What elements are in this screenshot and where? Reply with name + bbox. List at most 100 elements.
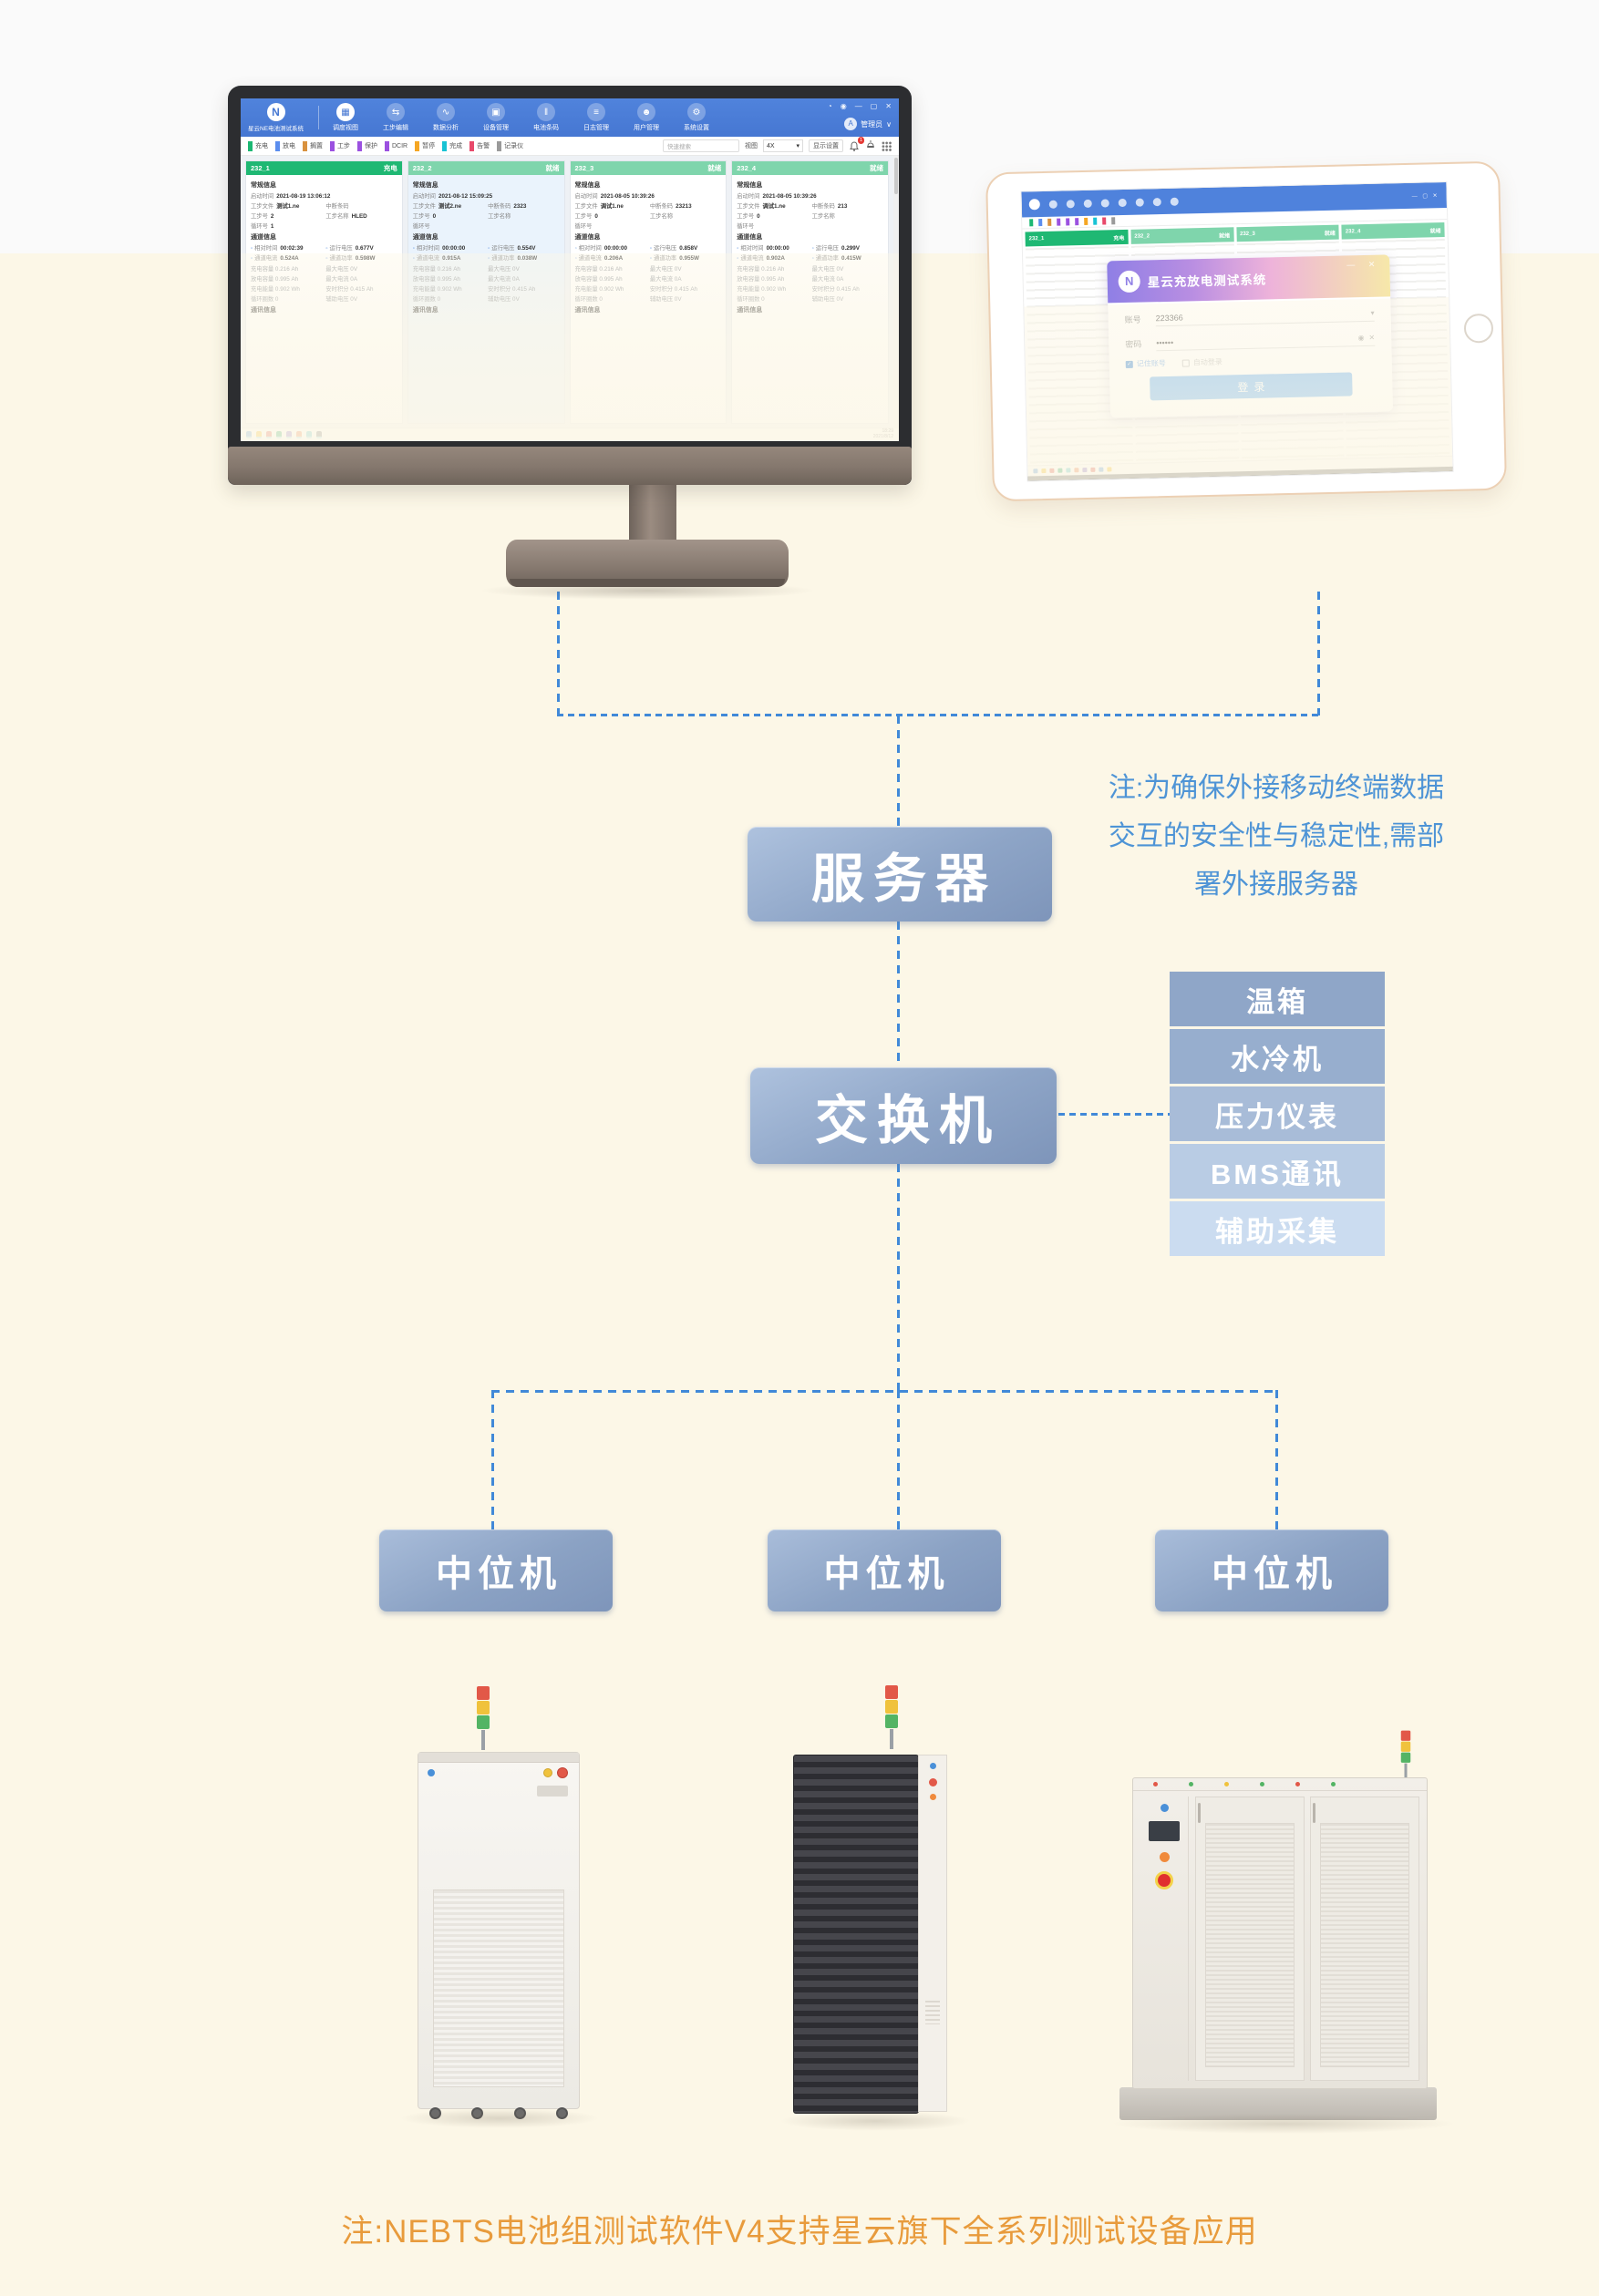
nav-item[interactable]: ⇆ 工步编辑 <box>377 103 415 132</box>
legend-color-swatch <box>248 140 253 151</box>
taskbar-app-icon[interactable] <box>246 431 252 438</box>
taskbar-app-icon[interactable] <box>276 431 282 438</box>
tablet-nav-icon[interactable] <box>1048 200 1057 209</box>
tablet-channel-status: 就绪 <box>1429 228 1441 234</box>
section-title-faded: 通讯信息 <box>737 307 763 314</box>
window-control-icon[interactable]: ◉ <box>840 102 847 110</box>
tablet-channel-card-header[interactable]: 232_1 充电 <box>1025 229 1129 247</box>
display-settings-button[interactable]: 显示设置 <box>809 139 843 152</box>
window-control-icon[interactable]: ▢ <box>870 102 878 110</box>
tablet-window-controls[interactable]: — ▢ ✕ <box>1411 192 1439 200</box>
chevron-down-icon[interactable]: ▾ <box>1370 308 1375 317</box>
legend-chip: 保护 <box>357 140 377 151</box>
tablet-channel-id: 232_2 <box>1134 233 1150 240</box>
login-button[interactable]: 登录 <box>1150 372 1353 401</box>
faded-metric: 充电能量 0.902 Wh <box>412 286 462 293</box>
faded-metric: 放电容量 0.995 Ah <box>737 276 785 283</box>
nav-item-icon: ‖ <box>537 103 556 121</box>
section-title-faded: 通讯信息 <box>412 307 438 314</box>
nav-item[interactable]: ⚙ 系统设置 <box>677 103 716 132</box>
nav-item-label: 工步编辑 <box>383 125 409 131</box>
peripheral-item: 辅助采集 <box>1170 1201 1385 1256</box>
tablet-taskbar-icon[interactable] <box>1041 468 1047 474</box>
tablet-nav-icon[interactable] <box>1152 197 1161 206</box>
tablet-channel-card-header[interactable]: 232_3 就绪 <box>1235 224 1339 242</box>
nav-item[interactable]: ∿ 数据分析 <box>427 103 465 132</box>
taskbar-app-icon[interactable] <box>306 431 312 438</box>
tablet-legend-chip <box>1029 219 1034 227</box>
nav-item-label: 设备管理 <box>483 125 510 131</box>
legend-label: 搁置 <box>310 143 323 149</box>
taskbar-app-icon[interactable] <box>286 431 292 438</box>
legend-chip: 暂停 <box>415 140 435 151</box>
alarm-siren-icon[interactable] <box>865 138 876 154</box>
user-menu[interactable]: A 管理员 ∨ <box>844 118 892 130</box>
tablet-nav-icon[interactable] <box>1135 198 1144 207</box>
channel-id: 232_3 <box>574 164 594 172</box>
server-note-line: 署外接服务器 <box>1194 870 1358 900</box>
tablet-home-button[interactable] <box>1463 313 1494 344</box>
apps-grid-icon[interactable] <box>882 140 892 151</box>
clear-icon[interactable]: ✕ <box>1368 333 1376 342</box>
login-dialog-controls[interactable]: — ✕ <box>1346 259 1381 270</box>
remember-account-checkbox[interactable]: ✓ 记住账号 <box>1125 358 1166 369</box>
eye-icon[interactable]: ◉ <box>1357 334 1365 343</box>
tablet-taskbar-icon[interactable] <box>1066 468 1071 473</box>
nav-item[interactable]: ‖ 电池条码 <box>527 103 565 132</box>
connector-bus-to-server <box>897 716 900 827</box>
tower-test-cabinet <box>399 1682 600 2128</box>
tablet-taskbar-icon[interactable] <box>1082 468 1088 473</box>
tablet-taskbar-icon[interactable] <box>1090 467 1096 472</box>
tablet-channel-status: 就绪 <box>1219 232 1231 240</box>
lamp-green <box>885 1714 898 1728</box>
tablet-taskbar-icon[interactable] <box>1074 468 1079 473</box>
tablet-channel-card-header[interactable]: 232_4 就绪 <box>1341 222 1445 240</box>
tablet-taskbar-icon[interactable] <box>1049 468 1055 473</box>
faded-metric: 充电能量 0.902 Wh <box>737 286 787 293</box>
tablet-nav-icon[interactable] <box>1083 199 1092 208</box>
system-tray[interactable]: 18:29 2021/8/12 <box>873 428 893 440</box>
peripheral-label: 压力仪表 <box>1215 1100 1339 1133</box>
tablet-taskbar-icon[interactable] <box>1099 467 1104 472</box>
window-control-icon[interactable]: — <box>854 102 862 110</box>
caster-wheel <box>429 2107 441 2119</box>
tablet-taskbar-icon[interactable] <box>1057 468 1063 473</box>
nav-item[interactable]: ≡ 日志管理 <box>577 103 615 132</box>
tablet-nav-icon[interactable] <box>1170 197 1179 206</box>
status-legend: 充电 放电 搁置 工步 保护 DCIR <box>248 140 523 151</box>
bottom-note: 注:NEBTS电池组测试软件V4支持星云旗下全系列测试设备应用 <box>341 2214 1258 2250</box>
search-input[interactable]: 快速搜索 <box>663 139 739 152</box>
scrollbar[interactable] <box>893 156 899 428</box>
taskbar-app-icon[interactable] <box>256 431 262 438</box>
nav-item[interactable]: ☻ 用户管理 <box>627 103 665 132</box>
tablet-taskbar-icon[interactable] <box>1033 468 1038 474</box>
tablet-nav-icon[interactable] <box>1100 198 1109 208</box>
window-control-icon[interactable]: ✕ <box>885 102 892 110</box>
view-select[interactable]: 4X ▾ <box>763 139 803 152</box>
tablet-taskbar-icon[interactable] <box>1107 467 1112 472</box>
taskbar-app-icon[interactable] <box>266 431 272 438</box>
tablet-channel-card-header[interactable]: 232_2 就绪 <box>1130 227 1234 244</box>
account-field[interactable]: 223366 ▾ <box>1155 304 1375 327</box>
scrollbar-thumb[interactable] <box>894 158 898 194</box>
auto-login-checkbox[interactable]: 自动登录 <box>1181 357 1222 368</box>
info-row: 工步文件调试1.ne <box>574 203 624 210</box>
tablet-channel-id: 232_4 <box>1345 229 1361 235</box>
nav-item[interactable]: ▣ 设备管理 <box>477 103 515 132</box>
window-control-icon[interactable]: ◔ <box>827 102 832 110</box>
section-title: 常规信息 <box>574 182 601 189</box>
taskbar-app-icon[interactable] <box>296 431 302 438</box>
nav-item[interactable]: ▦ 调度视图 <box>326 103 365 132</box>
tablet-nav-icon[interactable] <box>1118 198 1127 207</box>
tablet-nav-icon[interactable] <box>1066 199 1075 208</box>
taskbar-app-icon[interactable] <box>316 431 322 438</box>
password-field[interactable]: •••••• ◉ ✕ <box>1156 329 1376 352</box>
notification-bell-icon[interactable]: 1 <box>849 137 864 151</box>
